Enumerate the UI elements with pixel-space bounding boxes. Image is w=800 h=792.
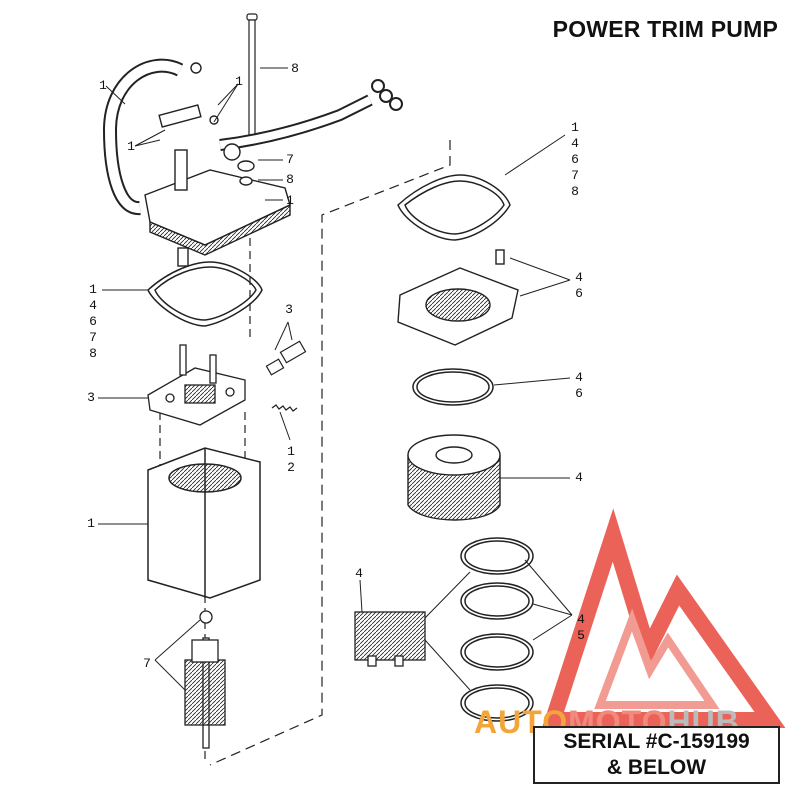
wire-harness: [219, 79, 403, 151]
assembly-axis-right: [209, 140, 451, 766]
o-ring: [412, 368, 494, 406]
callout-label: 2: [287, 460, 295, 475]
callout-label: 1: [287, 444, 295, 459]
callout-label: 8: [286, 172, 294, 187]
callout-label: 7: [571, 168, 579, 183]
watermark-logo: [541, 508, 786, 728]
serial-note-line2: & BELOW: [606, 756, 707, 779]
serial-note-box: SERIAL #C-159199 & BELOW: [533, 726, 780, 784]
callout-label: 7: [286, 152, 294, 167]
armature: [184, 610, 226, 749]
callout-label: 7: [143, 656, 151, 671]
long-bolt: [246, 13, 258, 143]
callout-label: 3: [87, 390, 95, 405]
pump-end-cap: [397, 249, 519, 346]
brush-plate: [147, 344, 246, 426]
callout-label: 1: [99, 78, 107, 93]
motor-housing: [147, 447, 261, 599]
callout-label: 6: [571, 152, 579, 167]
callout-label: 4: [575, 270, 583, 285]
callout-label: 1: [87, 516, 95, 531]
callout-label: 6: [89, 314, 97, 329]
callout-label: 3: [285, 302, 293, 317]
hose: [102, 58, 184, 215]
seal-rings: [460, 537, 534, 722]
pump-assembly: [407, 434, 501, 521]
valve-body: [354, 611, 426, 667]
page-title: POWER TRIM PUMP: [552, 16, 778, 42]
callout-label: 6: [575, 286, 583, 301]
callout-label: 1: [89, 282, 97, 297]
callout-label: 1: [571, 120, 579, 135]
callout-label: 4: [575, 470, 583, 485]
callout-label: 7: [89, 330, 97, 345]
callout-label: 8: [291, 61, 299, 76]
callout-label: 8: [89, 346, 97, 361]
callout-label: 4: [571, 136, 579, 151]
callout-label: 1: [235, 74, 243, 89]
callout-label: 1: [286, 193, 294, 208]
callout-label: 4: [89, 298, 97, 313]
callout-label: 6: [575, 386, 583, 401]
callout-label: 5: [577, 628, 585, 643]
brushes-spring: [265, 340, 307, 412]
callout-label: 4: [577, 612, 585, 627]
reservoir-cap: [144, 62, 291, 267]
callout-label: 1: [127, 139, 135, 154]
gasket-left: [147, 261, 263, 327]
callout-label: 4: [575, 370, 583, 385]
leader-lines: [98, 67, 573, 691]
callout-label: 8: [571, 184, 579, 199]
callout-label: 4: [355, 566, 363, 581]
gasket-right: [397, 174, 511, 241]
serial-note-line1: SERIAL #C-159199: [563, 730, 750, 753]
